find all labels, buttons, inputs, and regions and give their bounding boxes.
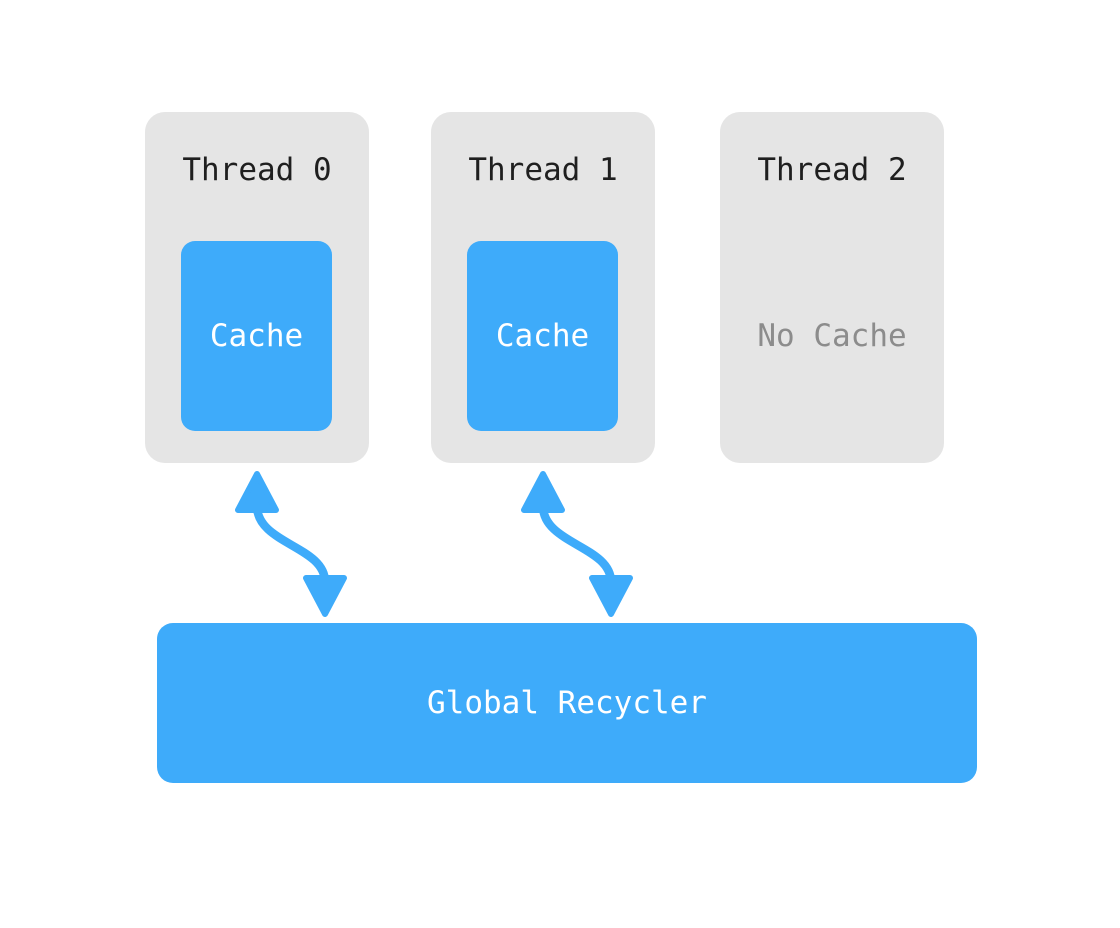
arrow-1-down-head <box>589 575 633 617</box>
no-cache-label: No Cache <box>757 318 907 354</box>
thread-box-0: Thread 0 Cache <box>145 112 369 463</box>
arrow-0-curve <box>252 501 330 587</box>
cache-box-1: Cache <box>467 241 618 431</box>
thread-box-2: Thread 2 No Cache <box>720 112 944 463</box>
cache-box-0: Cache <box>181 241 332 431</box>
cache-0-label: Cache <box>209 318 304 354</box>
thread-2-label: Thread 2 <box>757 152 907 188</box>
arrow-0-down-head <box>303 575 347 617</box>
arrow-1-curve <box>538 501 616 587</box>
thread-1-label: Thread 1 <box>468 152 618 188</box>
bidirectional-arrow-icon-1 <box>521 471 633 617</box>
global-recycler-label: Global Recycler <box>427 685 707 721</box>
thread-0-label: Thread 0 <box>182 152 332 188</box>
thread-box-1: Thread 1 Cache <box>431 112 655 463</box>
arrow-1-up-head <box>521 471 565 513</box>
bidirectional-arrow-icon-0 <box>235 471 347 617</box>
global-recycler-box: Global Recycler <box>157 623 977 783</box>
arrow-0-up-head <box>235 471 279 513</box>
cache-1-label: Cache <box>495 318 590 354</box>
